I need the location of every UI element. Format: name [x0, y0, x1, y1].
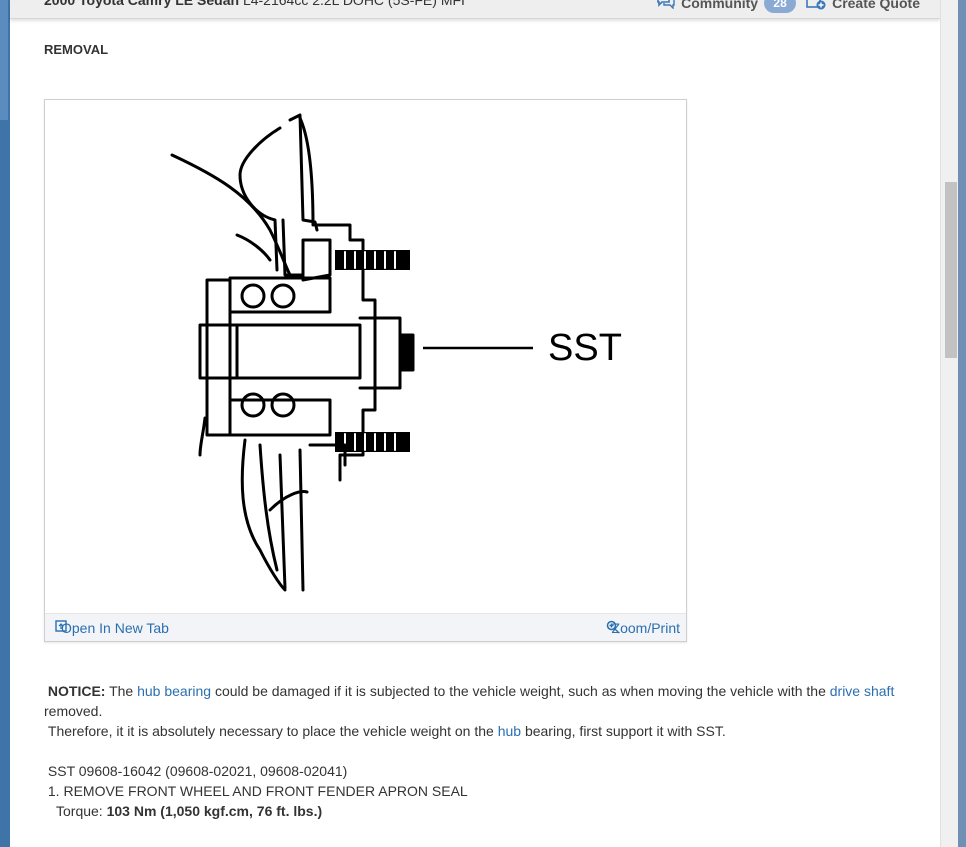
window-edge-left	[0, 0, 12, 847]
community-button[interactable]: Community 28	[657, 0, 797, 13]
drive-shaft-link[interactable]: drive shaft	[829, 683, 895, 699]
notice-paragraph: NOTICE: The hub bearing could be damaged…	[44, 681, 924, 721]
window-edge-right	[958, 0, 966, 847]
notice-text-2: could be damaged if it is subjected to t…	[211, 683, 830, 699]
spacer	[44, 741, 924, 761]
procedure-text: NOTICE: The hub bearing could be damaged…	[44, 681, 924, 821]
therefore-text-1: Therefore, it it is absolutely necessary…	[47, 723, 498, 739]
header-actions: Community 28 Create Quote	[657, 0, 920, 13]
chat-icon	[657, 0, 675, 12]
vehicle-title: 2000 Toyota Camry LE Sedan L4-2164cc 2.2…	[44, 0, 465, 8]
therefore-text-2: bearing, first support it with SST.	[521, 723, 726, 739]
vertical-scrollbar[interactable]	[940, 0, 959, 847]
sst-text: SST 09608-16042 (09608-02021, 09608-0204…	[47, 763, 348, 779]
top-header-bar: 2000 Toyota Camry LE Sedan L4-2164cc 2.2…	[10, 0, 940, 19]
hub-bearing-diagram: SST	[170, 113, 622, 592]
quote-add-icon	[806, 0, 826, 13]
hub-bearing-link[interactable]: hub bearing	[137, 683, 212, 699]
open-in-new-tab-label: Open In New Tab	[61, 620, 169, 636]
create-quote-button[interactable]: Create Quote	[806, 0, 920, 13]
torque-value: 103 Nm (1,050 kgf.cm, 76 ft. lbs.)	[106, 803, 323, 819]
window-edge-highlight	[0, 0, 8, 120]
torque-line: Torque: 103 Nm (1,050 kgf.cm, 76 ft. lbs…	[44, 801, 924, 821]
scrollbar-thumb[interactable]	[945, 182, 957, 358]
zoom-print-link[interactable]: Zoom/Print	[606, 620, 680, 636]
diagram-figure: SST Open In New Tab Zoom/Print	[44, 99, 687, 642]
torque-label: Torque:	[56, 803, 107, 819]
step-1: 1. REMOVE FRONT WHEEL AND FRONT FENDER A…	[44, 781, 924, 801]
notice-text-1: The	[105, 683, 138, 699]
zoom-print-label: Zoom/Print	[611, 620, 680, 636]
notice-text-3: removed.	[44, 703, 103, 719]
sst-line: SST 09608-16042 (09608-02021, 09608-0204…	[44, 761, 924, 781]
sst-callout-label: SST	[548, 327, 622, 369]
hub-link[interactable]: hub	[497, 723, 522, 739]
step-1-text: 1. REMOVE FRONT WHEEL AND FRONT FENDER A…	[47, 783, 468, 799]
vehicle-title-bold: 2000 Toyota Camry LE Sedan	[44, 0, 240, 8]
open-in-new-tab-link[interactable]: Open In New Tab	[55, 620, 169, 636]
section-title: REMOVAL	[44, 42, 109, 57]
create-quote-label: Create Quote	[832, 0, 920, 11]
figure-toolbar: Open In New Tab Zoom/Print	[45, 613, 686, 641]
page-content: 2000 Toyota Camry LE Sedan L4-2164cc 2.2…	[10, 0, 940, 847]
community-label: Community	[681, 0, 759, 11]
vehicle-title-engine: L4-2164cc 2.2L DOHC (5S-FE) MFI	[242, 0, 465, 8]
notice-label: NOTICE:	[47, 683, 106, 699]
therefore-paragraph: Therefore, it it is absolutely necessary…	[44, 721, 924, 741]
community-count-badge: 28	[764, 0, 797, 13]
